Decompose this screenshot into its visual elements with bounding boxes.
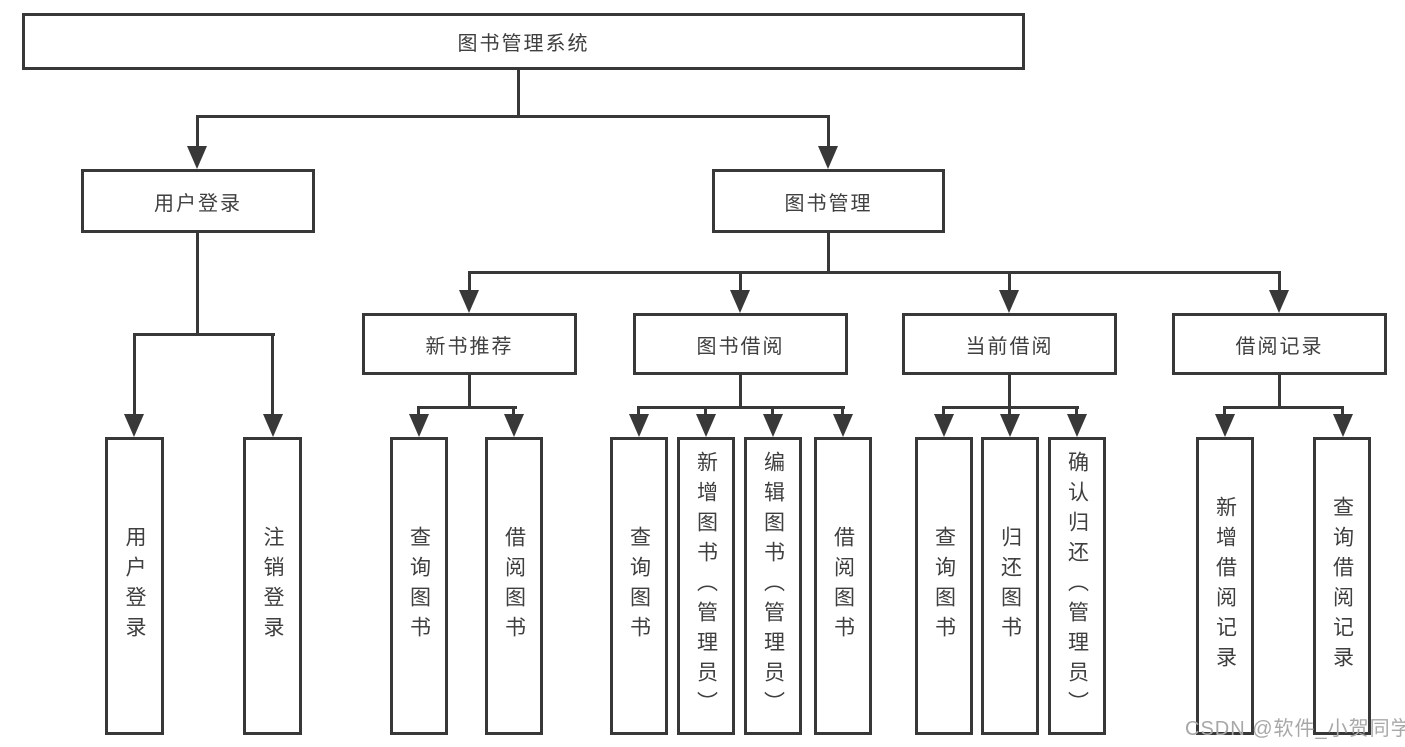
connector-level2-bus — [196, 115, 830, 118]
connector-new-books-stem — [468, 271, 471, 292]
arrow-to-borrow-records — [1269, 290, 1289, 313]
arrow-to-leaf-logout — [263, 414, 283, 437]
connector-user-group-stem — [196, 233, 199, 336]
arrow-g5-leaf1 — [1215, 414, 1235, 437]
node-leaf-confirm-return-admin: 确认归还（管理员） — [1048, 437, 1106, 735]
connector-new-books-bus — [417, 406, 517, 409]
node-book-borrow: 图书借阅 — [633, 313, 848, 375]
connector-leaf-logout-stem — [271, 333, 274, 416]
arrow-to-new-books — [459, 290, 479, 313]
connector-g4-leaf1-stem — [942, 406, 945, 416]
connector-user-login-stem — [196, 115, 199, 148]
connector-current-borrow-stem — [1008, 271, 1011, 292]
arrow-g3-leaf2 — [696, 414, 716, 437]
connector-book-borrow-bus — [637, 406, 845, 409]
connector-borrow-records-down — [1278, 375, 1281, 409]
arrow-to-current-borrow — [999, 290, 1019, 313]
node-leaf-query-books-1: 查询图书 — [390, 437, 448, 735]
connector-g5-leaf1-stem — [1223, 406, 1226, 416]
node-leaf-borrow-books-2: 借阅图书 — [814, 437, 872, 735]
arrow-g3-leaf1 — [629, 414, 649, 437]
connector-g5-leaf2-stem — [1341, 406, 1344, 416]
node-root-system: 图书管理系统 — [22, 13, 1025, 70]
arrow-g3-leaf4 — [833, 414, 853, 437]
node-leaf-logout: 注销登录 — [243, 437, 302, 735]
arrow-to-user-login — [187, 146, 207, 169]
arrow-to-book-mgmt — [818, 146, 838, 169]
arrow-g4-leaf2 — [1000, 414, 1020, 437]
connector-g3-leaf2-stem — [704, 406, 707, 416]
connector-g3-leaf4-stem — [841, 406, 844, 416]
connector-current-borrow-down — [1008, 375, 1011, 409]
arrow-g5-leaf2 — [1333, 414, 1353, 437]
node-leaf-query-borrow-record: 查询借阅记录 — [1313, 437, 1371, 735]
connector-new-books-down — [468, 375, 471, 409]
node-leaf-edit-books-admin: 编辑图书（管理员） — [744, 437, 802, 735]
node-user-login: 用户登录 — [81, 169, 315, 233]
node-leaf-borrow-books-1: 借阅图书 — [485, 437, 543, 735]
connector-level3-bus — [468, 271, 1281, 274]
node-leaf-return-books: 归还图书 — [981, 437, 1039, 735]
connector-g3-leaf1-stem — [637, 406, 640, 416]
node-leaf-add-borrow-record: 新增借阅记录 — [1196, 437, 1254, 735]
connector-g2-leaf2-stem — [512, 406, 515, 416]
node-leaf-user-login: 用户登录 — [105, 437, 164, 735]
node-borrow-records: 借阅记录 — [1172, 313, 1387, 375]
connector-user-group-bus — [133, 333, 275, 336]
arrow-g2-leaf2 — [504, 414, 524, 437]
arrow-g3-leaf3 — [763, 414, 783, 437]
csdn-watermark: CSDN @软件_小贺同学 — [1185, 718, 1405, 740]
node-book-mgmt: 图书管理 — [712, 169, 945, 233]
connector-g3-leaf3-stem — [771, 406, 774, 416]
connector-mgmt-stem — [827, 233, 830, 274]
arrow-g4-leaf1 — [934, 414, 954, 437]
arrow-to-book-borrow — [730, 290, 750, 313]
arrow-to-leaf-login — [124, 414, 144, 437]
connector-g4-leaf3-stem — [1075, 406, 1078, 416]
connector-book-mgmt-stem — [827, 115, 830, 148]
connector-borrow-records-bus — [1223, 406, 1344, 409]
connector-g2-leaf1-stem — [417, 406, 420, 416]
connector-leaf-login-stem — [133, 333, 136, 416]
connector-g4-leaf2-stem — [1008, 406, 1011, 416]
arrow-g2-leaf1 — [409, 414, 429, 437]
connector-book-borrow-down — [739, 375, 742, 409]
node-leaf-add-books-admin: 新增图书（管理员） — [677, 437, 735, 735]
arrow-g4-leaf3 — [1067, 414, 1087, 437]
node-leaf-query-books-3: 查询图书 — [915, 437, 973, 735]
connector-root-stem — [517, 70, 520, 117]
node-new-books: 新书推荐 — [362, 313, 577, 375]
node-leaf-query-books-2: 查询图书 — [610, 437, 668, 735]
connector-book-borrow-stem — [739, 271, 742, 292]
node-current-borrow: 当前借阅 — [902, 313, 1117, 375]
connector-borrow-records-stem — [1278, 271, 1281, 292]
